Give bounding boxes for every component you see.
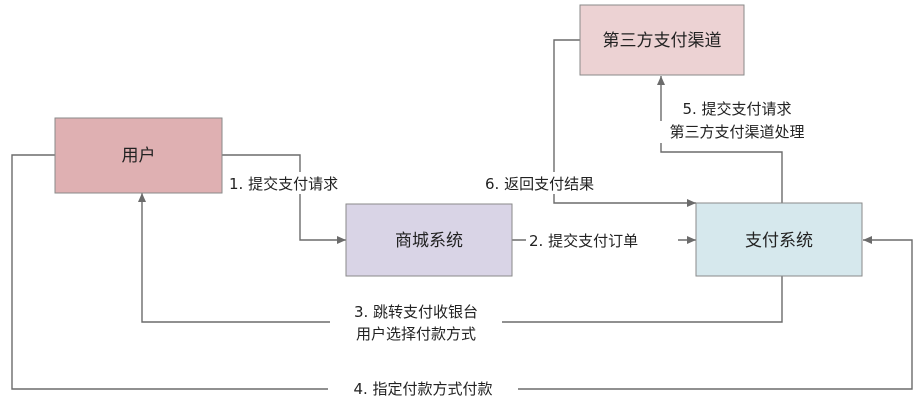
edge-3-label-line1: 3. 跳转支付收银台 <box>354 303 478 321</box>
edge-4-label-bg <box>328 378 518 400</box>
node-pay: 支付系统 <box>695 202 863 277</box>
node-channel: 第三方支付渠道 <box>579 4 745 76</box>
node-user-label: 用户 <box>122 146 156 166</box>
edge-1-label-bg <box>226 172 372 194</box>
edge-5-label-line2: 第三方支付渠道处理 <box>669 123 804 141</box>
edge-3-label-line2: 用户选择付款方式 <box>356 325 476 343</box>
node-pay-box <box>695 202 863 277</box>
node-pay-label: 支付系统 <box>745 231 813 251</box>
edge-5-label-bg-1 <box>666 98 800 120</box>
edge-1-label: 1. 提交支付请求 <box>229 175 338 193</box>
edge-5-label-bg-2 <box>636 121 836 143</box>
node-channel-box <box>579 4 745 76</box>
edge-2-label-bg <box>526 228 678 252</box>
edge-6-channel-to-pay <box>553 39 696 207</box>
node-mall-label: 商城系统 <box>395 231 463 251</box>
node-mall: 商城系统 <box>345 203 513 277</box>
edge-2-label: 2. 提交支付订单 <box>529 232 638 250</box>
edge-6-label-bg <box>482 172 628 194</box>
edge-1-user-to-mall <box>222 154 346 244</box>
node-channel-label: 第三方支付渠道 <box>603 31 722 51</box>
edge-5-pay-to-channel <box>657 76 783 203</box>
node-user: 用户 <box>54 117 223 194</box>
edge-5-label-line1: 5. 提交支付请求 <box>682 100 791 118</box>
edge-6-label: 6. 返回支付结果 <box>485 175 594 193</box>
edge-3-label-bg <box>330 300 502 344</box>
node-user-box <box>54 117 223 194</box>
edge-4-label: 4. 指定付款方式付款 <box>353 380 492 398</box>
node-mall-box <box>345 203 513 277</box>
